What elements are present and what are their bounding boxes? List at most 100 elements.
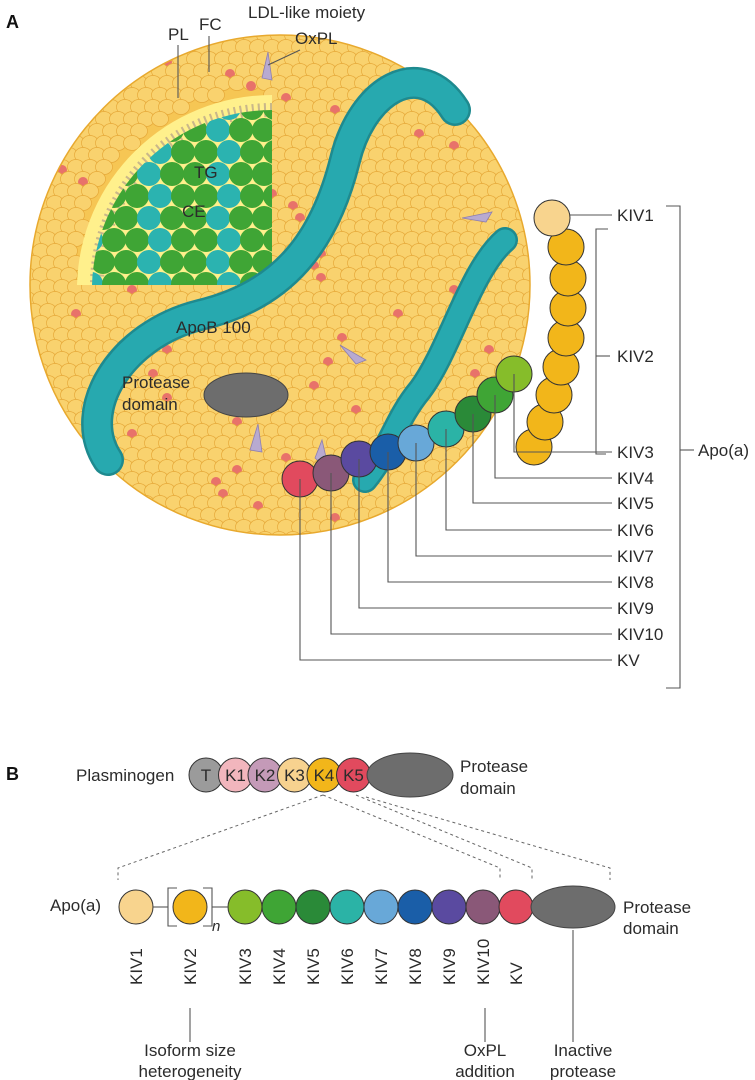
linear-kringle-kiv6 <box>329 889 365 925</box>
cholesteryl-ester <box>114 250 138 274</box>
plasminogen-k1-label: K1 <box>225 766 246 785</box>
linear-label-kiv10: KIV10 <box>474 939 493 985</box>
cholesteryl-ester <box>171 184 195 208</box>
linear-label-kiv2: KIV2 <box>181 948 200 985</box>
linear-kringle-kv <box>498 889 534 925</box>
linear-label-kiv9: KIV9 <box>440 948 459 985</box>
oxpl-leader <box>267 49 301 66</box>
kringle-label-kiv3: KIV3 <box>617 443 654 462</box>
triglyceride <box>206 162 230 186</box>
leader-kiv7 <box>415 443 612 557</box>
triglyceride <box>217 228 241 252</box>
triglyceride <box>217 272 241 285</box>
inactive-note-2: protease <box>550 1062 616 1080</box>
isoform-note-2: heterogeneity <box>138 1062 242 1080</box>
cholesteryl-ester <box>160 162 184 186</box>
kringle-label-kiv9: KIV9 <box>617 599 654 618</box>
phospholipid-head <box>522 267 530 283</box>
phospholipid-head <box>270 531 288 535</box>
cutaway-section <box>77 94 273 286</box>
apoa-protease-domain-a <box>203 372 289 418</box>
cholesteryl-ester <box>194 140 218 164</box>
apoa-protease-label1: Protease <box>623 898 691 917</box>
pl-label: PL <box>168 25 189 44</box>
cholesteryl-ester <box>229 206 253 230</box>
panel-a-label: A <box>6 12 19 32</box>
plasminogen-t-label: T <box>201 766 211 785</box>
linear-label-kv: KV <box>507 962 526 985</box>
cholesteryl-ester <box>229 162 253 186</box>
plasminogen-k2-label: K2 <box>255 766 276 785</box>
triglyceride <box>137 250 161 274</box>
leader-kiv4 <box>494 395 612 479</box>
plasminogen-label: Plasminogen <box>76 766 174 785</box>
cholesteryl-ester <box>194 184 218 208</box>
leader-kiv10 <box>330 473 612 635</box>
plasminogen-protease-domain <box>366 752 454 798</box>
cholesteryl-ester <box>263 109 272 120</box>
homology-dashes <box>117 794 611 880</box>
kringle-label-kiv8: KIV8 <box>617 573 654 592</box>
linear-label-kiv3: KIV3 <box>236 948 255 985</box>
triglyceride <box>137 162 161 186</box>
oxpl-label: OxPL <box>295 29 338 48</box>
linear-label-kiv6: KIV6 <box>338 948 357 985</box>
tg-label: TG <box>194 163 218 182</box>
oxpl-wedge <box>249 423 263 453</box>
cholesteryl-ester <box>102 228 126 252</box>
cholesteryl-ester <box>102 272 126 285</box>
particle-outline <box>29 34 531 536</box>
phospholipid-head <box>123 135 141 151</box>
apoa-linear-chain <box>118 887 534 927</box>
cholesteryl-ester <box>240 109 264 120</box>
cholesteryl-ester <box>240 184 264 208</box>
kringle-label-kiv4: KIV4 <box>617 469 654 488</box>
phospholipid-head <box>298 531 316 535</box>
phospholipid-head <box>207 87 225 103</box>
plasminogen-protease-label2: domain <box>460 779 516 798</box>
phospholipid-head <box>137 495 155 511</box>
ce-label: CE <box>182 202 206 221</box>
lpa-particle <box>29 34 531 536</box>
oxpl-note-1: OxPL <box>464 1041 507 1060</box>
apoa-protease-domain <box>530 885 616 929</box>
linear-kringle-kiv4 <box>261 889 297 925</box>
phospholipid-head <box>172 99 190 115</box>
plasminogen-k3-label: K3 <box>284 766 305 785</box>
phospholipid-head <box>522 291 530 307</box>
leader-kiv9 <box>358 459 612 609</box>
cholesteryl-ester <box>229 250 253 274</box>
oxpl-wedge <box>461 211 493 223</box>
cholesteryl-ester <box>252 118 272 142</box>
kringle-label-kiv6: KIV6 <box>617 521 654 540</box>
repeat-n: n <box>212 918 220 935</box>
isoform-note-1: Isoform size <box>144 1041 236 1060</box>
triglyceride <box>206 250 230 274</box>
oxpl-note-2: addition <box>455 1062 515 1080</box>
ldl-moiety-label: LDL-like moiety <box>248 3 366 22</box>
leader-kiv3 <box>513 374 612 453</box>
triglyceride <box>217 140 241 164</box>
triglyceride <box>148 184 172 208</box>
triglyceride <box>92 272 103 285</box>
leader-kiv8 <box>387 452 612 583</box>
cholesteryl-ester <box>125 228 149 252</box>
cholesteryl-ester <box>183 206 207 230</box>
kiv2-bracket <box>595 228 608 455</box>
kringle-label-kv: KV <box>617 651 640 670</box>
panel-b-label: B <box>6 764 19 784</box>
cholesteryl-ester <box>171 140 195 164</box>
oxpl-wedge <box>339 344 367 365</box>
cholesteryl-ester <box>171 272 195 285</box>
cholesteryl-ester <box>171 228 195 252</box>
linear-kringle-kiv10 <box>465 889 501 925</box>
inactive-note-1: Inactive <box>554 1041 613 1060</box>
linear-kringle-kiv7 <box>363 889 399 925</box>
apoa-label-b: Apo(a) <box>50 896 101 915</box>
phospholipid-head <box>242 531 260 535</box>
phospholipid-head <box>256 531 274 535</box>
apob100-ribbon-face <box>83 69 469 474</box>
kringle-leaders <box>299 214 612 661</box>
